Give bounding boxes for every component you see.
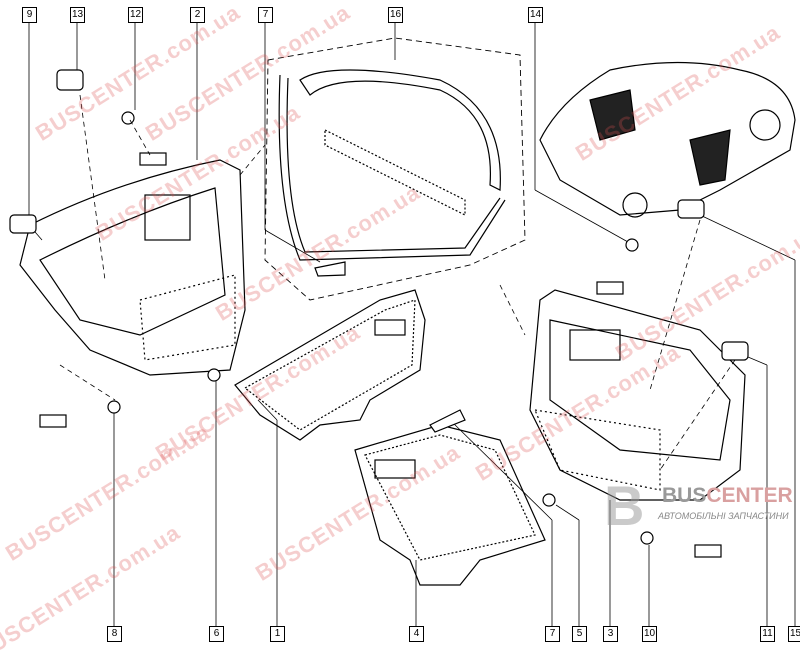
callout-label: 5 [572, 626, 587, 642]
callout-label: 12 [128, 7, 143, 23]
callout-label: 13 [70, 7, 85, 23]
fasteners [9, 69, 749, 558]
callout-label: 6 [209, 626, 224, 642]
callout-label: 2 [190, 7, 205, 23]
callout-label: 9 [22, 7, 37, 23]
callout-label: 4 [409, 626, 424, 642]
callout-label: 11 [760, 626, 775, 642]
callout-label: 16 [388, 7, 403, 23]
insulation-panel-1 [234, 289, 426, 441]
callout-label: 15 [788, 626, 800, 642]
callout-label: 10 [642, 626, 657, 642]
leader-lines [28, 22, 796, 626]
logo-tagline: АВТОМОБІЛЬНІ ЗАПЧАСТИНИ [658, 511, 789, 521]
callout-label: 3 [603, 626, 618, 642]
car-illustration [539, 61, 796, 218]
insulation-panel-4 [354, 424, 546, 586]
callout-label: 8 [107, 626, 122, 642]
callout-label: 7 [545, 626, 560, 642]
callout-label: 7 [258, 7, 273, 23]
left-door-panel [19, 159, 246, 376]
callout-label: 14 [528, 7, 543, 23]
buscenter-logo: B BUSCENTER АВТОМОБІЛЬНІ ЗАПЧАСТИНИ [604, 474, 793, 537]
seal-parts [278, 69, 506, 261]
guide-dashes [59, 94, 736, 471]
right-door-panel [529, 289, 746, 501]
callout-label: 1 [270, 626, 285, 642]
kit-outline [264, 37, 526, 301]
